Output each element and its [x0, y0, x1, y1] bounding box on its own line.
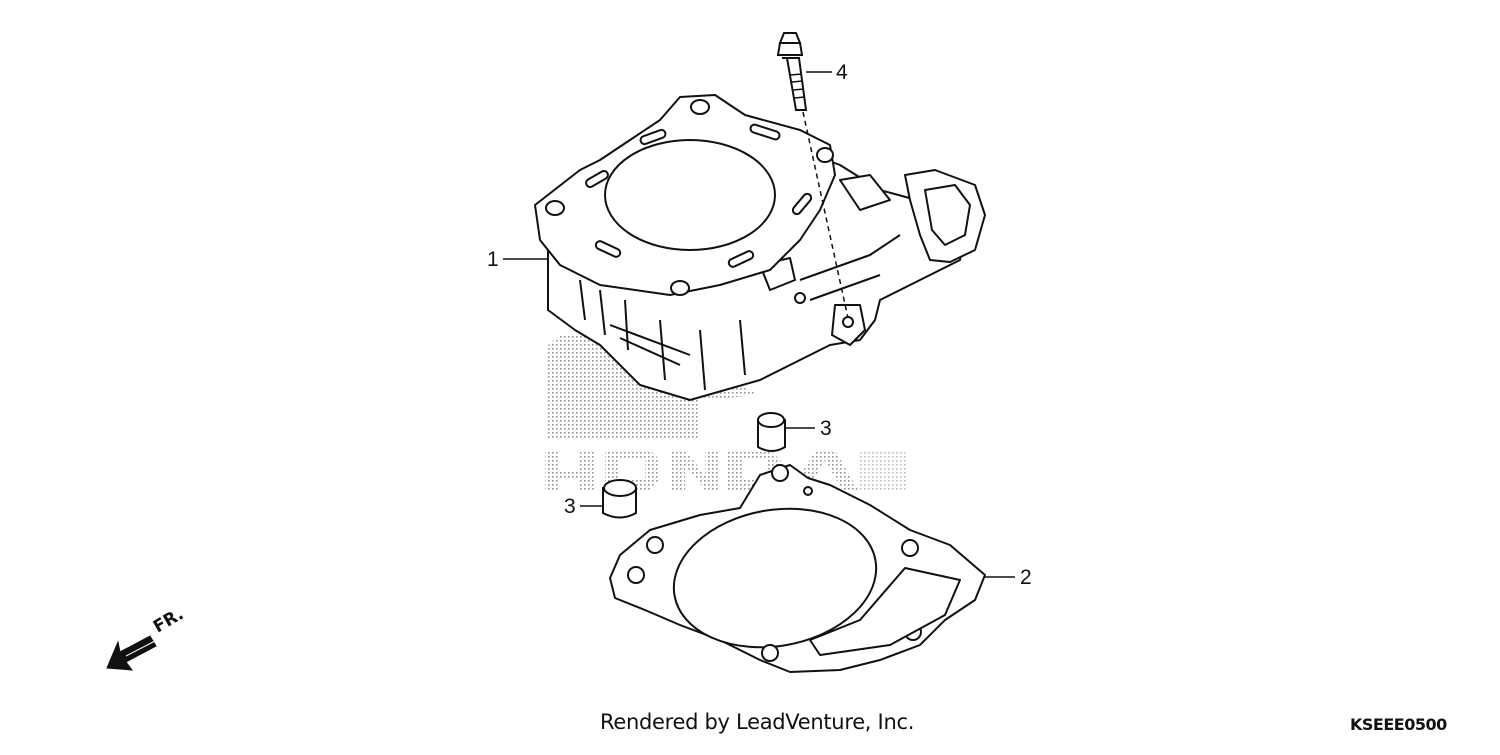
dowel-pin-upper [757, 412, 786, 452]
bolt-leader-dashed [802, 111, 849, 319]
footer-credit: Rendered by LeadVenture, Inc. [600, 710, 915, 734]
leader-lines [503, 71, 1015, 578]
callout-label-3-lower: 3 [564, 495, 576, 518]
head-gasket [609, 464, 986, 673]
callout-label-1: 1 [487, 248, 499, 271]
callout-label-2: 2 [1020, 566, 1032, 589]
front-direction-arrow-icon [106, 633, 157, 671]
cylinder-block [534, 94, 986, 401]
callout-label-3-upper: 3 [820, 417, 832, 440]
bolt [776, 32, 808, 111]
diagram-code: KSEEE0500 [1350, 715, 1447, 734]
dowel-pin-lower [602, 479, 637, 519]
callout-label-4: 4 [836, 61, 848, 84]
